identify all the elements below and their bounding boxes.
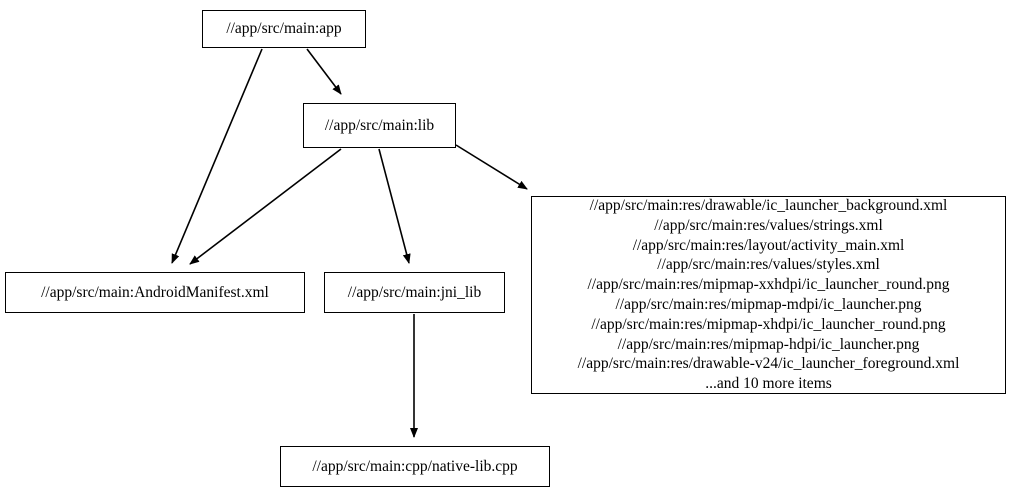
res-line: //app/src/main:res/values/strings.xml <box>654 216 883 234</box>
edge-app-to-manifest <box>171 48 263 264</box>
res-line: //app/src/main:res/mipmap-hdpi/ic_launch… <box>617 335 920 353</box>
edge-lib-to-res-group <box>455 144 528 190</box>
node-jni-lib-label: //app/src/main:jni_lib <box>347 283 482 301</box>
res-line: //app/src/main:res/mipmap-mdpi/ic_launch… <box>615 296 922 313</box>
res-line: //app/src/main:res/drawable/ic_launcher_… <box>589 197 948 215</box>
res-line-more-items: ...and 10 more items <box>705 375 832 393</box>
res-line: //app/src/main:res/layout/activity_main.… <box>632 236 905 254</box>
node-res-group-label-lines: //app/src/main:res/drawable/ic_launcher_… <box>578 196 960 394</box>
node-native-lib-cpp[interactable]: //app/src/main:cpp/native-lib.cpp <box>280 446 550 487</box>
node-lib-label: //app/src/main:lib <box>324 116 435 134</box>
res-line: //app/src/main:res/mipmap-xhdpi/ic_launc… <box>591 315 946 333</box>
edge-app-to-lib <box>306 48 342 95</box>
res-line: //app/src/main:res/mipmap-xxhdpi/ic_laun… <box>587 276 950 294</box>
node-android-manifest-label: //app/src/main:AndroidManifest.xml <box>41 283 269 301</box>
res-line: //app/src/main:res/values/styles.xml <box>657 256 880 274</box>
node-lib[interactable]: //app/src/main:lib <box>303 103 456 148</box>
edge-lib-to-jni-lib <box>378 148 411 264</box>
node-app[interactable]: //app/src/main:app <box>202 10 366 48</box>
node-native-lib-cpp-label: //app/src/main:cpp/native-lib.cpp <box>312 457 518 475</box>
edge-lib-to-manifest <box>189 148 342 265</box>
node-res-group[interactable]: //app/src/main:res/drawable/ic_launcher_… <box>531 196 1006 394</box>
node-android-manifest[interactable]: //app/src/main:AndroidManifest.xml <box>5 272 305 313</box>
res-line: //app/src/main:res/drawable-v24/ic_launc… <box>577 355 960 373</box>
node-jni-lib[interactable]: //app/src/main:jni_lib <box>324 272 505 313</box>
node-app-label: //app/src/main:app <box>226 20 342 38</box>
